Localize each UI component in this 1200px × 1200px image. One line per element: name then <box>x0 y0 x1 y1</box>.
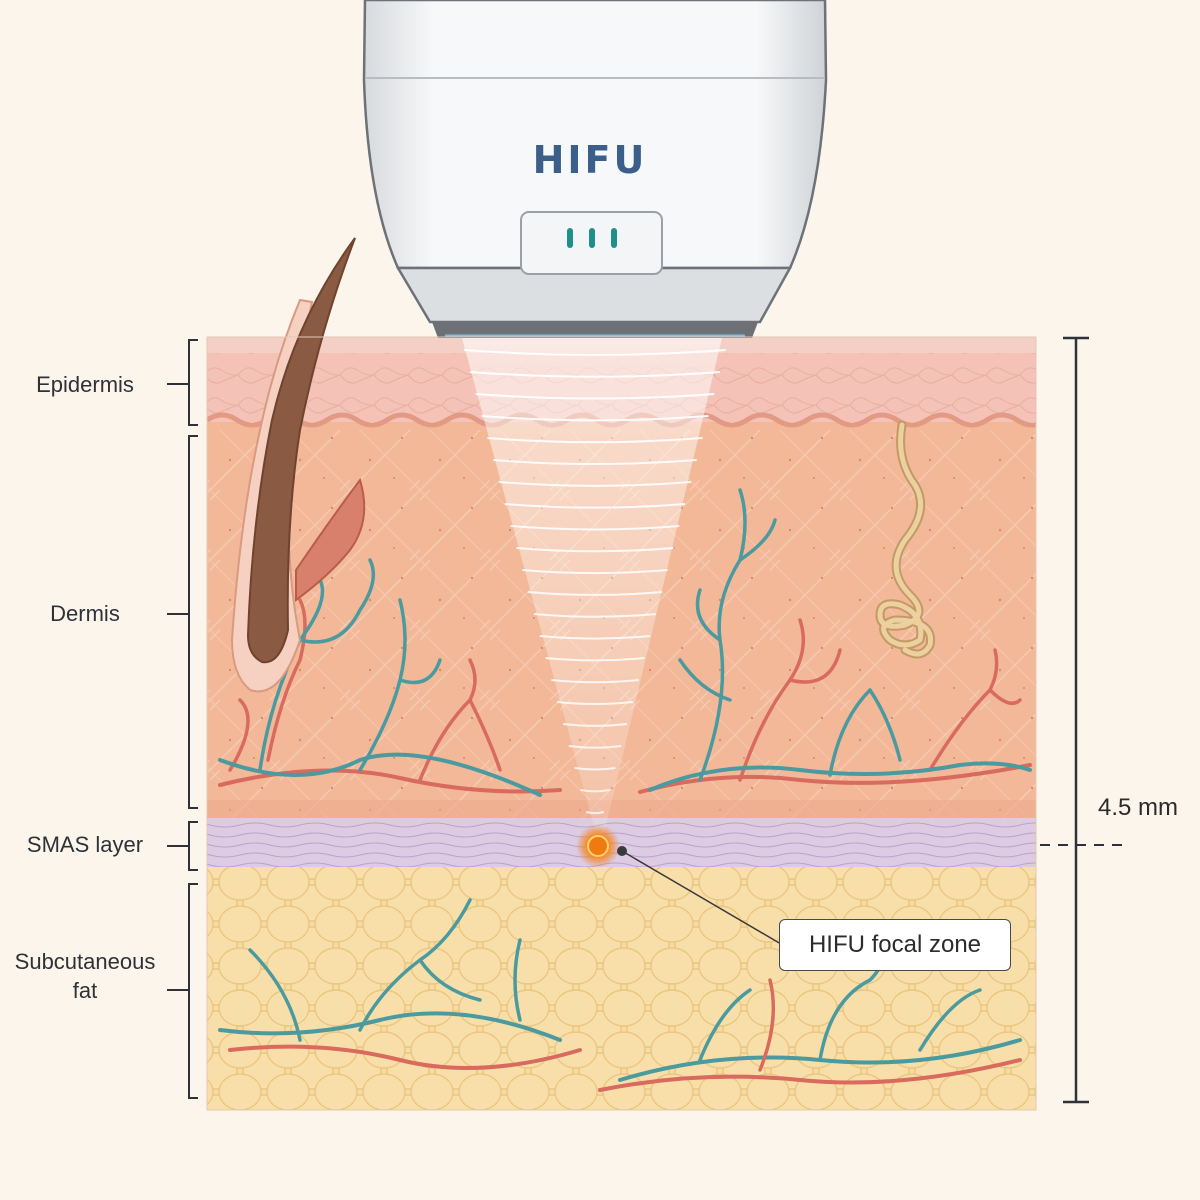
sweat-gland-icon <box>875 420 936 659</box>
ultrasound-wave-arc <box>568 745 622 749</box>
ultrasound-wave-arc <box>551 679 639 684</box>
device-brand-label: HIFU <box>532 138 648 182</box>
tissue-outline <box>206 336 1037 1111</box>
focal-zone-leader-line <box>621 850 782 945</box>
blood-vessel-icon <box>218 488 1032 797</box>
ultrasound-wave-arc <box>516 547 674 553</box>
smas-layer-label: SMAS layer <box>26 832 144 857</box>
dermis-base-band <box>207 800 1036 818</box>
depth-label: 4.5 mm <box>1097 794 1178 821</box>
ultrasound-wave-arc <box>533 613 657 618</box>
ultrasound-wave-arc <box>481 415 709 422</box>
focal-zone-leader-dot <box>617 846 627 856</box>
ultrasound-wave-arc <box>487 437 703 444</box>
indicator-light-3 <box>611 228 617 248</box>
depth-scale-bracket <box>1063 336 1089 1104</box>
ultrasound-wave-arc <box>510 525 680 531</box>
ultrasound-wave-arc <box>574 767 616 771</box>
ultrasound-wave-arc <box>498 481 692 487</box>
hair-follicle-icon <box>230 237 366 693</box>
focal-zone-marker <box>576 824 620 868</box>
ultrasound-wave-arc <box>562 723 628 727</box>
ultrasound-wave-arc <box>475 393 715 400</box>
ultrasound-wave-arc <box>522 569 668 575</box>
dermis-label: Dermis <box>50 601 120 626</box>
ultrasound-wave-arc <box>585 811 605 815</box>
ultrasound-wave-arc <box>545 657 645 662</box>
ultrasound-beam <box>462 338 726 830</box>
epidermis-label: Epidermis <box>36 372 134 397</box>
ultrasound-wave-arc <box>504 503 686 509</box>
ultrasound-wave-arc <box>557 701 633 706</box>
layer-brackets <box>167 339 198 1099</box>
ultrasound-wave-arc <box>464 349 726 356</box>
focal-zone-callout: HIFU focal zone <box>779 919 1011 971</box>
ultrasound-wave-arc <box>539 635 651 640</box>
hifu-device-handpiece <box>362 0 828 338</box>
indicator-light-2 <box>589 228 595 248</box>
subcutaneous-fat-label: Subcutaneous fat <box>14 949 156 1003</box>
ultrasound-wave-arc <box>493 459 697 465</box>
ultrasound-wave-arc <box>580 789 610 793</box>
ultrasound-wave-arc <box>469 371 721 378</box>
indicator-light-1 <box>567 228 573 248</box>
ultrasound-wave-arc <box>528 591 662 596</box>
